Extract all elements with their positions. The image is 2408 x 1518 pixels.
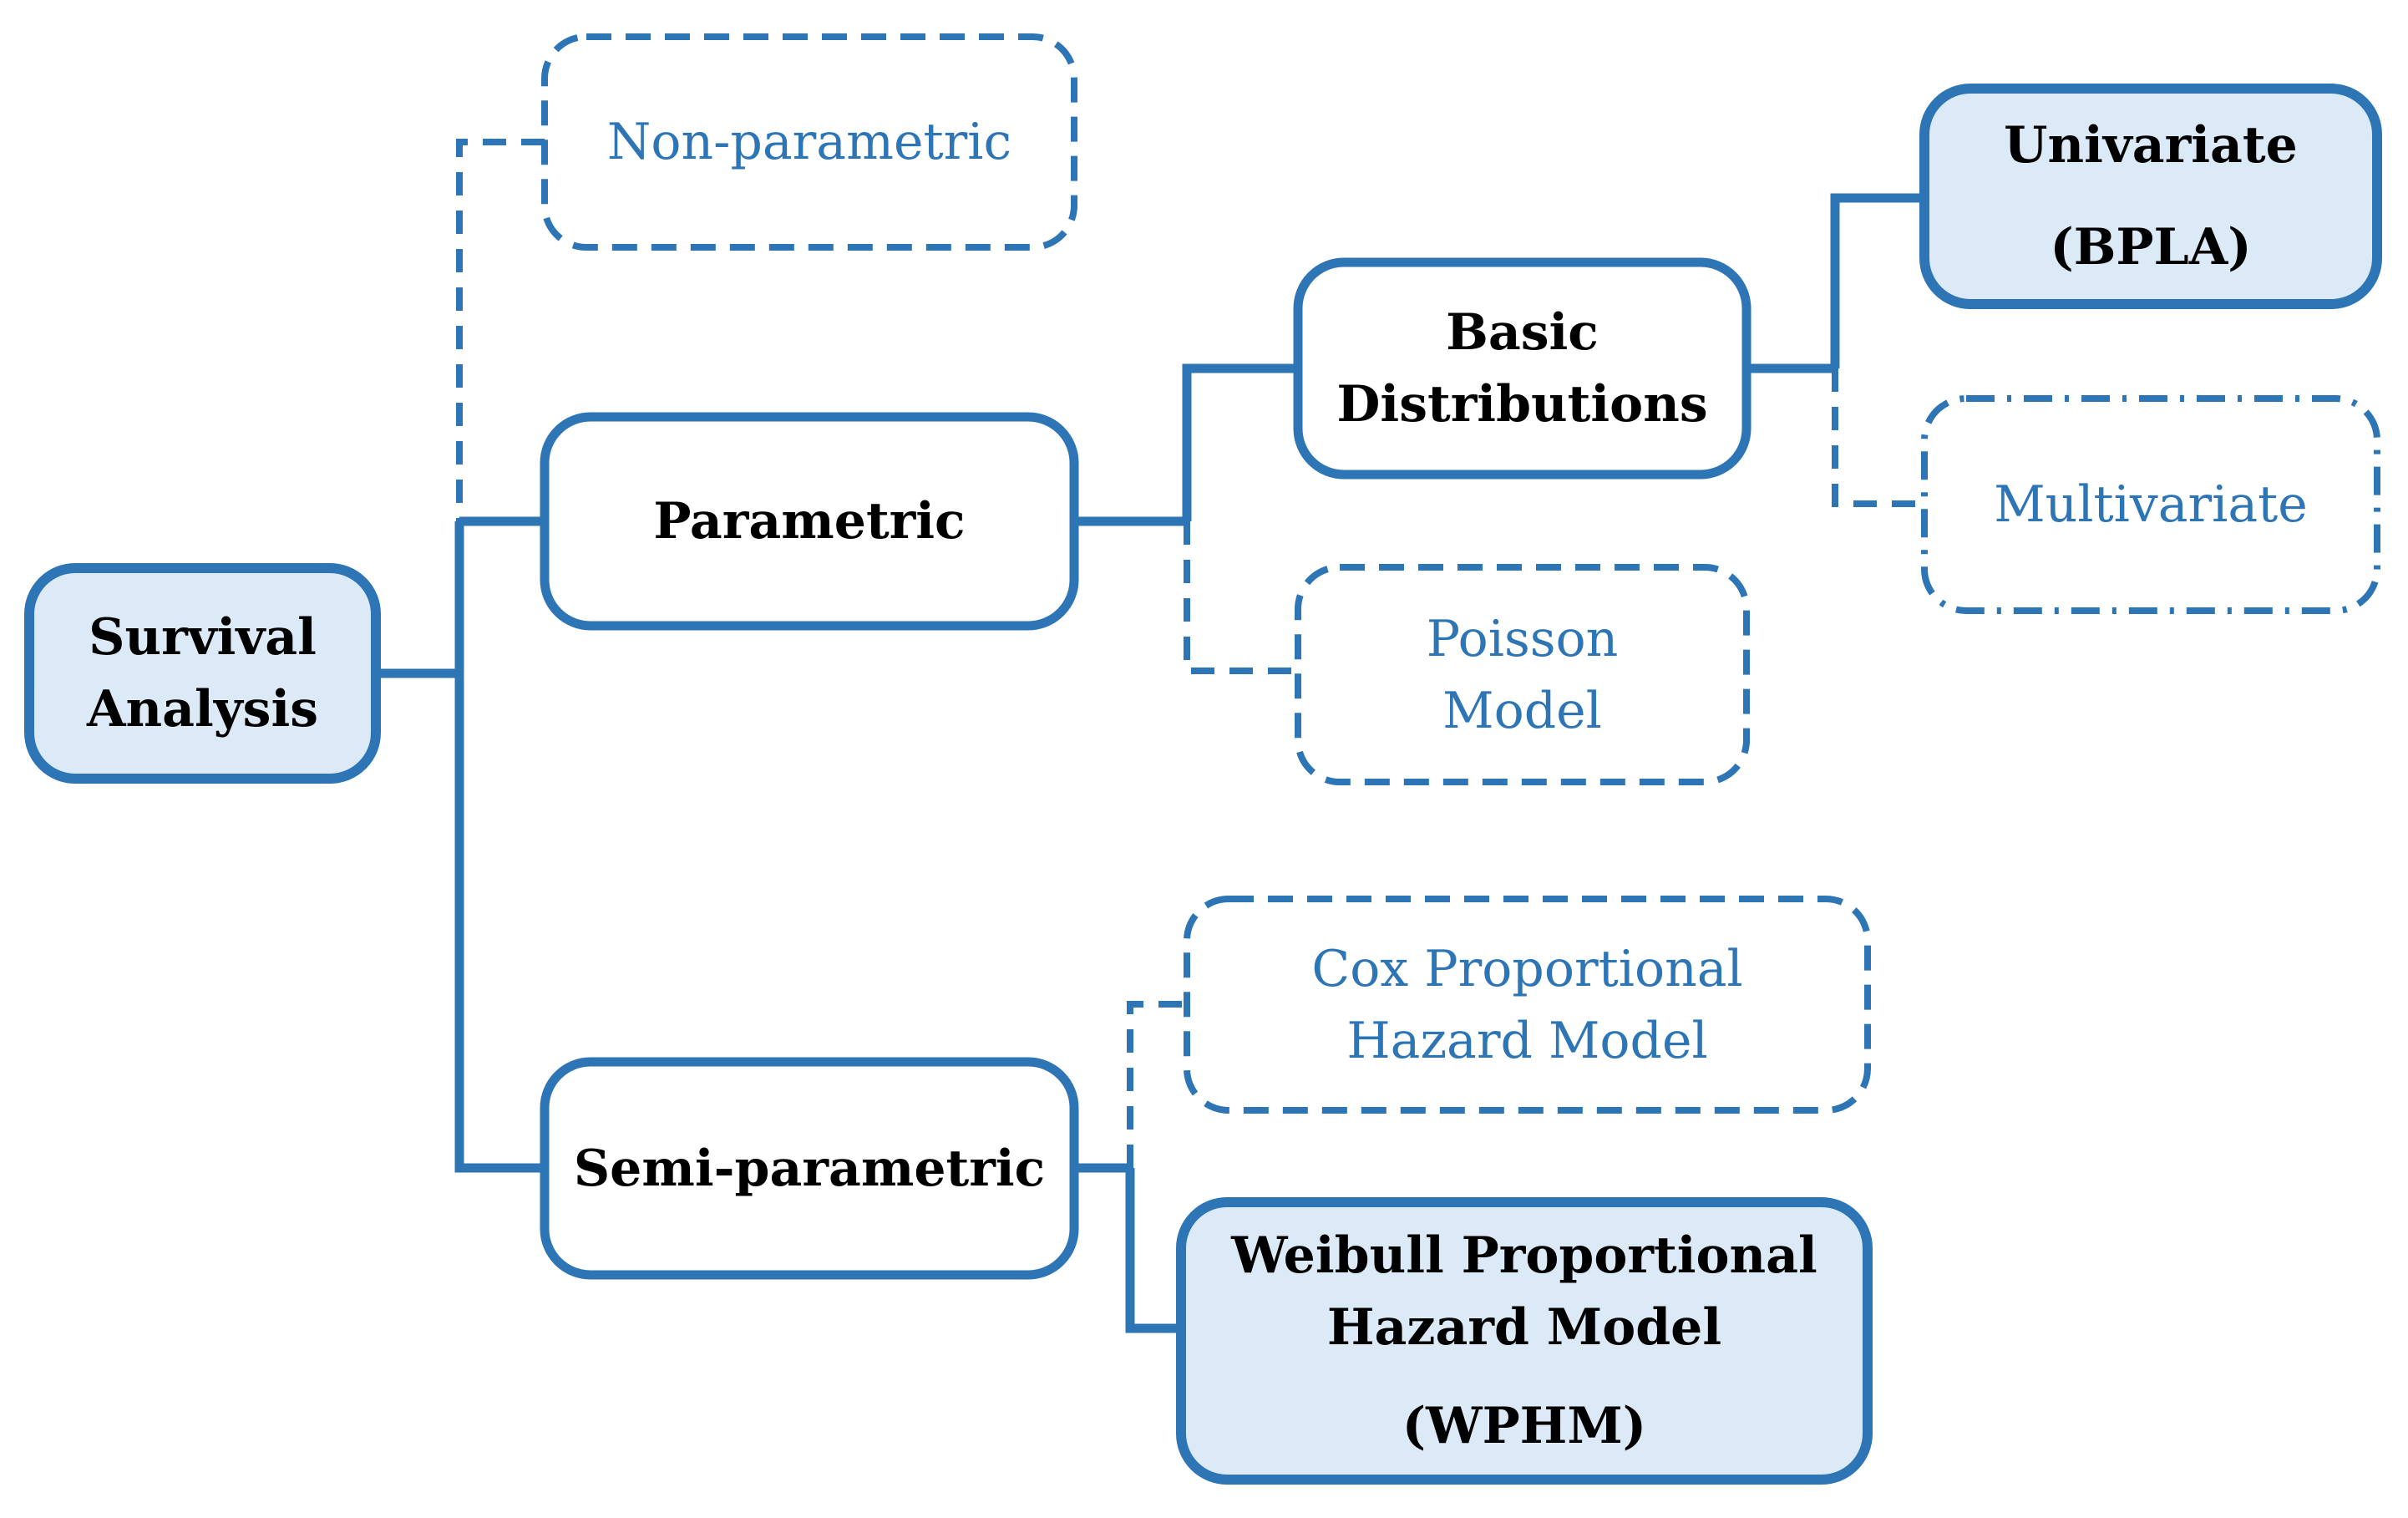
connector-semi-parametric-cox bbox=[1127, 1001, 1187, 1168]
connector-basic-distributions-univariate bbox=[1830, 193, 1924, 368]
node-box-univariate-bpla bbox=[1919, 84, 2382, 309]
node-box-basic-distributions bbox=[1293, 257, 1752, 480]
connector-semi-parametric-wphm bbox=[1125, 1168, 1181, 1333]
connector-basic-distributions-multivariate bbox=[1832, 368, 1924, 507]
node-box-cox-proportional-hazard-model bbox=[1184, 896, 1871, 1114]
connector-trunk-semi-parametric bbox=[454, 521, 545, 1173]
node-box-wphm bbox=[1176, 1197, 1873, 1485]
node-box-semi-parametric bbox=[540, 1057, 1079, 1280]
node-box-non-parametric bbox=[541, 33, 1077, 251]
connector-trunk-non-parametric bbox=[456, 139, 545, 521]
node-box-survival-analysis bbox=[24, 563, 381, 784]
connector-parametric-poisson bbox=[1184, 521, 1298, 674]
connector-parametric-basic-distributions bbox=[1182, 363, 1298, 521]
node-box-multivariate bbox=[1921, 395, 2380, 614]
node-box-parametric bbox=[540, 412, 1079, 631]
node-box-poisson-model bbox=[1295, 564, 1750, 785]
